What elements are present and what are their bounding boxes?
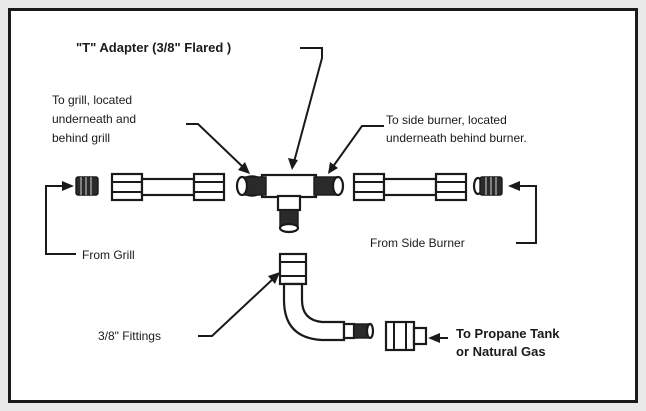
t-adapter-arrowhead bbox=[288, 158, 298, 170]
to-propane-label: To Propane Tank or Natural Gas bbox=[456, 326, 563, 359]
to-grill-line-3: behind grill bbox=[52, 131, 110, 145]
left-threaded-plug bbox=[75, 176, 99, 196]
from-side-burner-label: From Side Burner bbox=[370, 236, 465, 250]
to-side-burner-label: To side burner, located underneath behin… bbox=[386, 113, 527, 145]
to-side-burner-line-1: To side burner, located bbox=[386, 113, 507, 127]
fittings-arrowhead bbox=[268, 272, 280, 284]
from-grill-leader bbox=[45, 185, 76, 255]
to-propane-line-2: or Natural Gas bbox=[456, 344, 546, 359]
to-grill-arrowhead bbox=[238, 162, 250, 174]
fittings-label: 3/8" Fittings bbox=[98, 329, 161, 343]
to-grill-line-1: To grill, located bbox=[52, 93, 132, 107]
propane-connector bbox=[384, 320, 428, 352]
to-propane-arrowhead bbox=[428, 333, 440, 343]
to-grill-label: To grill, located underneath and behind … bbox=[52, 93, 139, 145]
from-grill-label: From Grill bbox=[82, 248, 135, 262]
fittings-leader bbox=[198, 277, 275, 337]
to-side-burner-leader bbox=[331, 125, 384, 169]
to-grill-leader bbox=[186, 123, 245, 169]
t-adapter bbox=[235, 173, 345, 234]
right-threaded-plug bbox=[472, 176, 503, 196]
to-propane-line-1: To Propane Tank bbox=[456, 326, 560, 341]
from-side-burner-arrowhead bbox=[508, 181, 520, 191]
from-side-burner-leader bbox=[516, 185, 537, 244]
to-side-burner-arrowhead bbox=[328, 162, 338, 174]
t-adapter-leader bbox=[293, 47, 323, 163]
left-flare-union bbox=[110, 172, 226, 202]
right-flare-union bbox=[352, 172, 468, 202]
to-grill-line-2: underneath and bbox=[52, 112, 136, 126]
elbow-fitting bbox=[278, 252, 375, 342]
t-adapter-label: "T" Adapter (3/8" Flared ) bbox=[76, 40, 231, 55]
to-side-burner-line-2: underneath behind burner. bbox=[386, 131, 527, 145]
from-grill-arrowhead bbox=[62, 181, 74, 191]
